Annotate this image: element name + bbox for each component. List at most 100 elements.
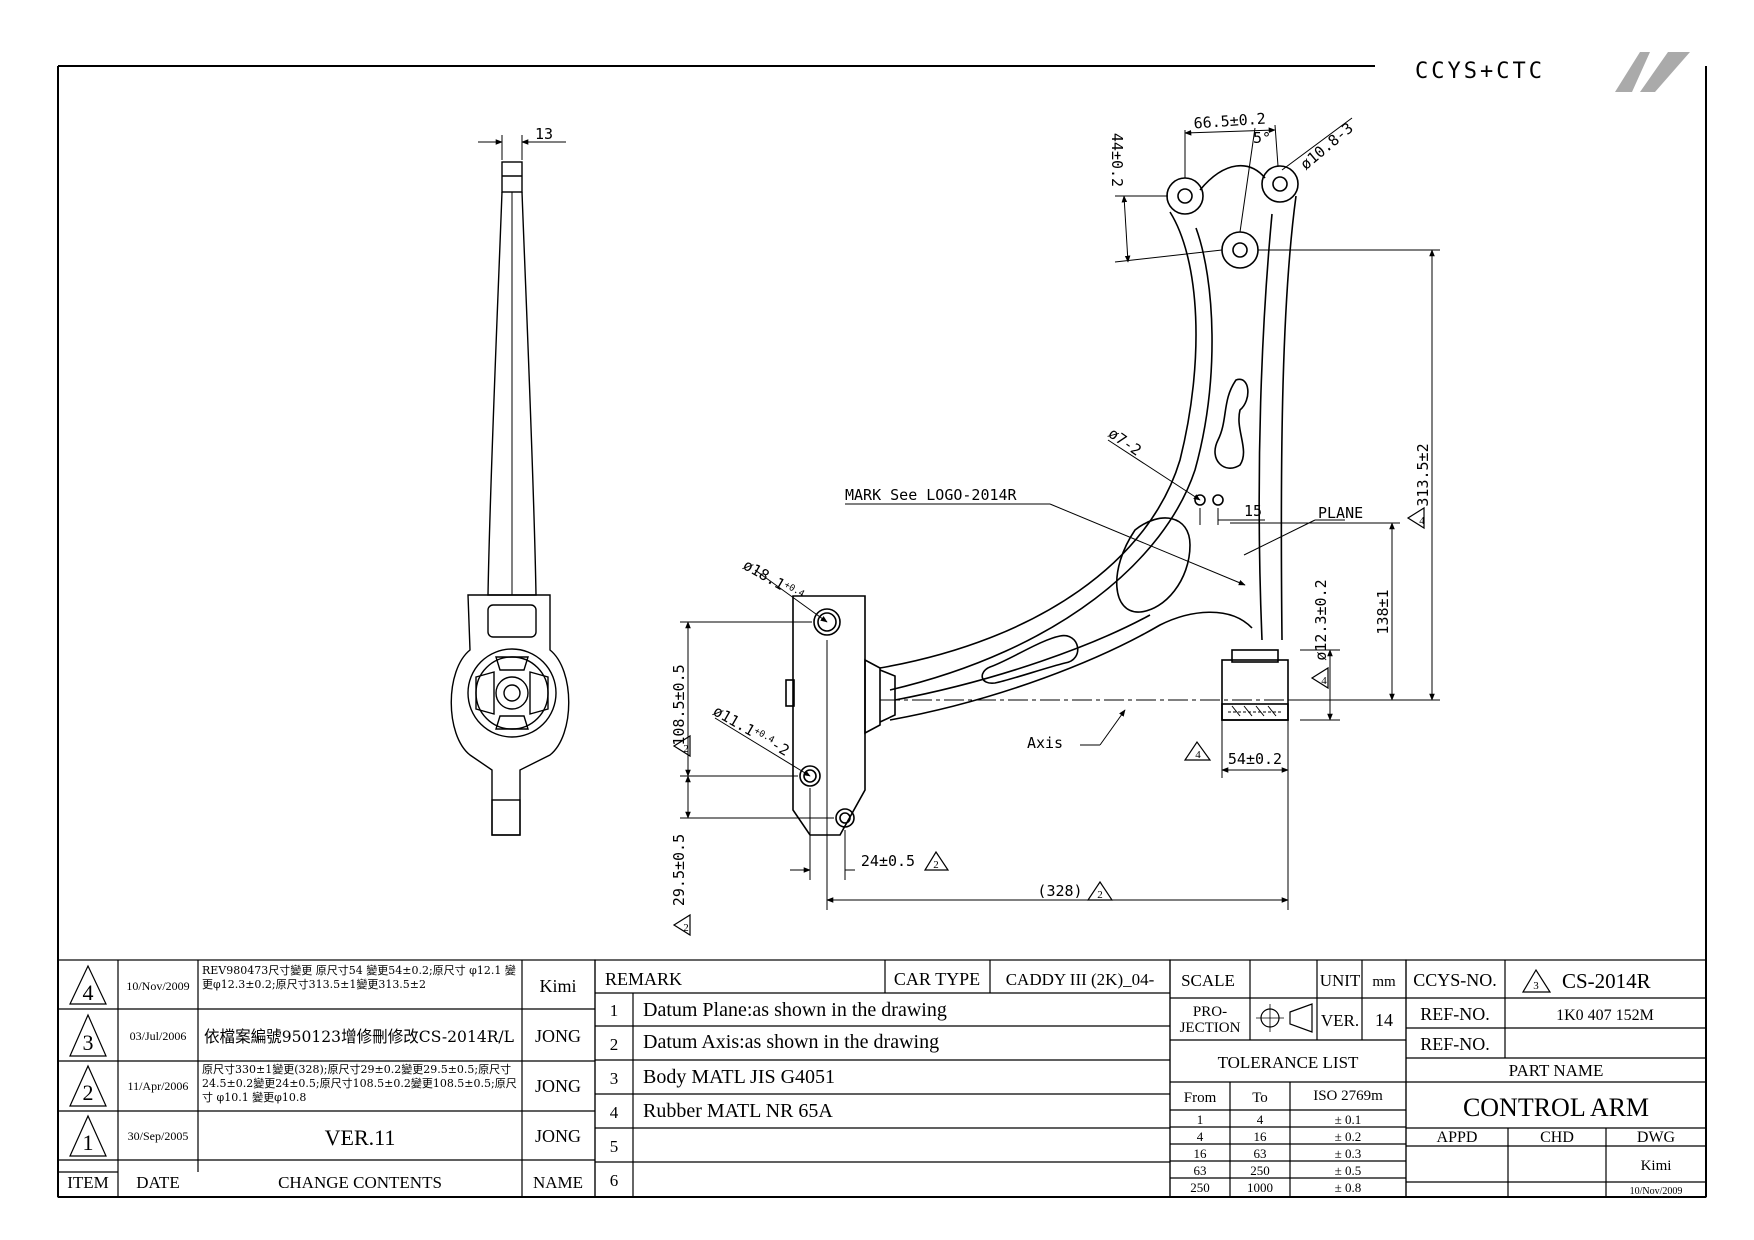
ref-no-label-1: REF-NO.: [1420, 1004, 1490, 1024]
part-info-content: CCYS-NO. 3 CS-2014R REF-NO. 1K0 407 152M…: [1413, 969, 1682, 1197]
svg-text:4: 4: [1321, 675, 1327, 687]
scale-label: SCALE: [1181, 971, 1235, 990]
dim-hole-pitch: 15: [1244, 502, 1262, 520]
unit-value: mm: [1372, 974, 1396, 990]
dwg-label: DWG: [1637, 1129, 1676, 1146]
plan-view: [785, 165, 1440, 836]
ref-no-label-2: REF-NO.: [1420, 1034, 1490, 1054]
remark-no-4: 4: [610, 1103, 619, 1122]
tol-from: 250: [1190, 1180, 1210, 1195]
rev-item-2: 2: [83, 1080, 94, 1105]
remark-text-2: Datum Axis:as shown in the drawing: [643, 1031, 939, 1053]
dwg-date: 10/Nov/2009: [1630, 1186, 1683, 1197]
dim-mount-hole-diameter: ø11.1+0.4-2: [710, 702, 793, 760]
dwg-name: Kimi: [1641, 1158, 1672, 1174]
dim-overall-length: 313.5±2: [1414, 443, 1432, 506]
tol-to: 63: [1254, 1146, 1267, 1161]
rev-content-2: 原尺寸330±1變更(328);原尺寸29±0.2變更29.5±0.5;原尺寸 …: [202, 1063, 517, 1104]
rev-header-item: ITEM: [67, 1173, 109, 1192]
dim-hole-diameter: ø10.8-3: [1297, 119, 1357, 173]
mark-logo-note: MARK See LOGO-2014R: [845, 486, 1018, 504]
part-name-label: PART NAME: [1509, 1061, 1604, 1080]
rev-item-3: 3: [83, 1030, 94, 1055]
dim-total-span: (328): [1037, 882, 1082, 900]
remark-no-6: 6: [610, 1171, 619, 1190]
tol-value: ± 0.1: [1335, 1112, 1362, 1127]
rev-header-date: DATE: [136, 1173, 179, 1192]
rev-name-2: JONG: [535, 1076, 581, 1096]
car-type-value: CADDY III (2K)_04-: [1006, 970, 1155, 989]
logo-text: CCYS+CTC: [1415, 59, 1545, 84]
svg-text:2: 2: [683, 922, 689, 934]
plan-dimension-lines: [680, 117, 1440, 910]
rev-name-4: Kimi: [539, 976, 576, 996]
ccys-rev-flag: 3: [1533, 980, 1539, 992]
remark-label: REMARK: [605, 969, 682, 989]
tol-to: 1000: [1247, 1180, 1273, 1195]
dim-mount-spacing: 108.5±0.5: [670, 664, 688, 745]
tol-value: ± 0.5: [1335, 1163, 1362, 1178]
tol-to: 250: [1250, 1163, 1270, 1178]
rev-item-1: 1: [83, 1130, 94, 1155]
remark-text-4: Rubber MATL NR 65A: [643, 1100, 833, 1122]
tol-from: 1: [1197, 1112, 1204, 1127]
rev-item-4: 4: [83, 980, 94, 1005]
ccys-no-value: CS-2014R: [1562, 969, 1651, 993]
rev-header-name: NAME: [533, 1173, 583, 1192]
rev-content-4: REV980473尺寸變更 原尺寸54 變更54±0.2;原尺寸 φ12.1 變…: [202, 964, 516, 991]
revision-flags: [672, 506, 1425, 937]
part-name-value: CONTROL ARM: [1463, 1093, 1649, 1122]
dim-small-holes: ø7-2: [1105, 424, 1145, 459]
dim-hole-offset: 44±0.2: [1108, 133, 1126, 187]
axis-label: Axis: [1027, 734, 1063, 752]
tolerance-title: TOLERANCE LIST: [1218, 1053, 1359, 1072]
tol-from: 16: [1194, 1146, 1208, 1161]
ver-label: VER.: [1321, 1011, 1359, 1030]
tol-header-iso: ISO 2769m: [1313, 1088, 1383, 1104]
dim-mount-edge: 29.5±0.5: [670, 834, 688, 906]
remark-text-3: Body MATL JIS G4051: [643, 1066, 835, 1088]
dim-plane-height: 138±1: [1374, 589, 1392, 634]
rev-date-4: 10/Nov/2009: [126, 979, 189, 993]
logo-mark-icon: [1615, 52, 1690, 92]
projection-label-2: JECTION: [1180, 1020, 1241, 1036]
spec-table: [1169, 959, 1407, 1198]
svg-text:2: 2: [683, 743, 689, 755]
tol-to: 4: [1257, 1112, 1264, 1127]
rev-date-1: 30/Sep/2005: [128, 1129, 189, 1143]
remark-no-1: 1: [610, 1001, 619, 1020]
appd-label: APPD: [1437, 1129, 1478, 1146]
rev-name-1: JONG: [535, 1126, 581, 1146]
svg-text:4: 4: [1419, 515, 1425, 527]
ver-value: 14: [1375, 1010, 1393, 1030]
dim-thickness: 13: [535, 125, 553, 143]
dim-mount-offset: 24±0.5: [861, 852, 915, 870]
tol-from: 63: [1194, 1163, 1207, 1178]
spec-content: SCALE UNIT mm PRO- JECTION VER. 14 TOLER…: [1180, 971, 1396, 1195]
tol-header-from: From: [1184, 1090, 1217, 1106]
remark-text-1: Datum Plane:as shown in the drawing: [643, 999, 947, 1021]
rev-content-1: VER.11: [325, 1125, 396, 1150]
ccys-no-label: CCYS-NO.: [1413, 970, 1497, 990]
rev-content-3: 依檔案編號950123增修刪修改CS-2014R/L: [204, 1027, 514, 1046]
dim-bore-diameter: ø18.1+0.4: [740, 556, 807, 605]
unit-label: UNIT: [1320, 971, 1361, 990]
tol-value: ± 0.2: [1335, 1129, 1362, 1144]
chd-label: CHD: [1540, 1129, 1574, 1146]
plane-label: PLANE: [1318, 504, 1363, 522]
car-type-label: CAR TYPE: [894, 969, 980, 989]
dim-hole-spacing: 66.5±0.2: [1193, 110, 1266, 133]
tol-to: 16: [1254, 1129, 1268, 1144]
remark-no-3: 3: [610, 1069, 619, 1088]
side-view: [450, 135, 570, 836]
revision-table: [57, 959, 596, 1198]
projection-label: PRO-: [1193, 1004, 1227, 1020]
rev-date-2: 11/Apr/2006: [128, 1079, 189, 1093]
remark-no-2: 2: [610, 1035, 619, 1054]
rev-date-3: 03/Jul/2006: [130, 1029, 187, 1043]
rev-name-3: JONG: [535, 1026, 581, 1046]
company-logo: CCYS+CTC: [1415, 52, 1690, 92]
svg-text:2: 2: [933, 859, 939, 871]
part-info-table: [1405, 959, 1707, 1198]
